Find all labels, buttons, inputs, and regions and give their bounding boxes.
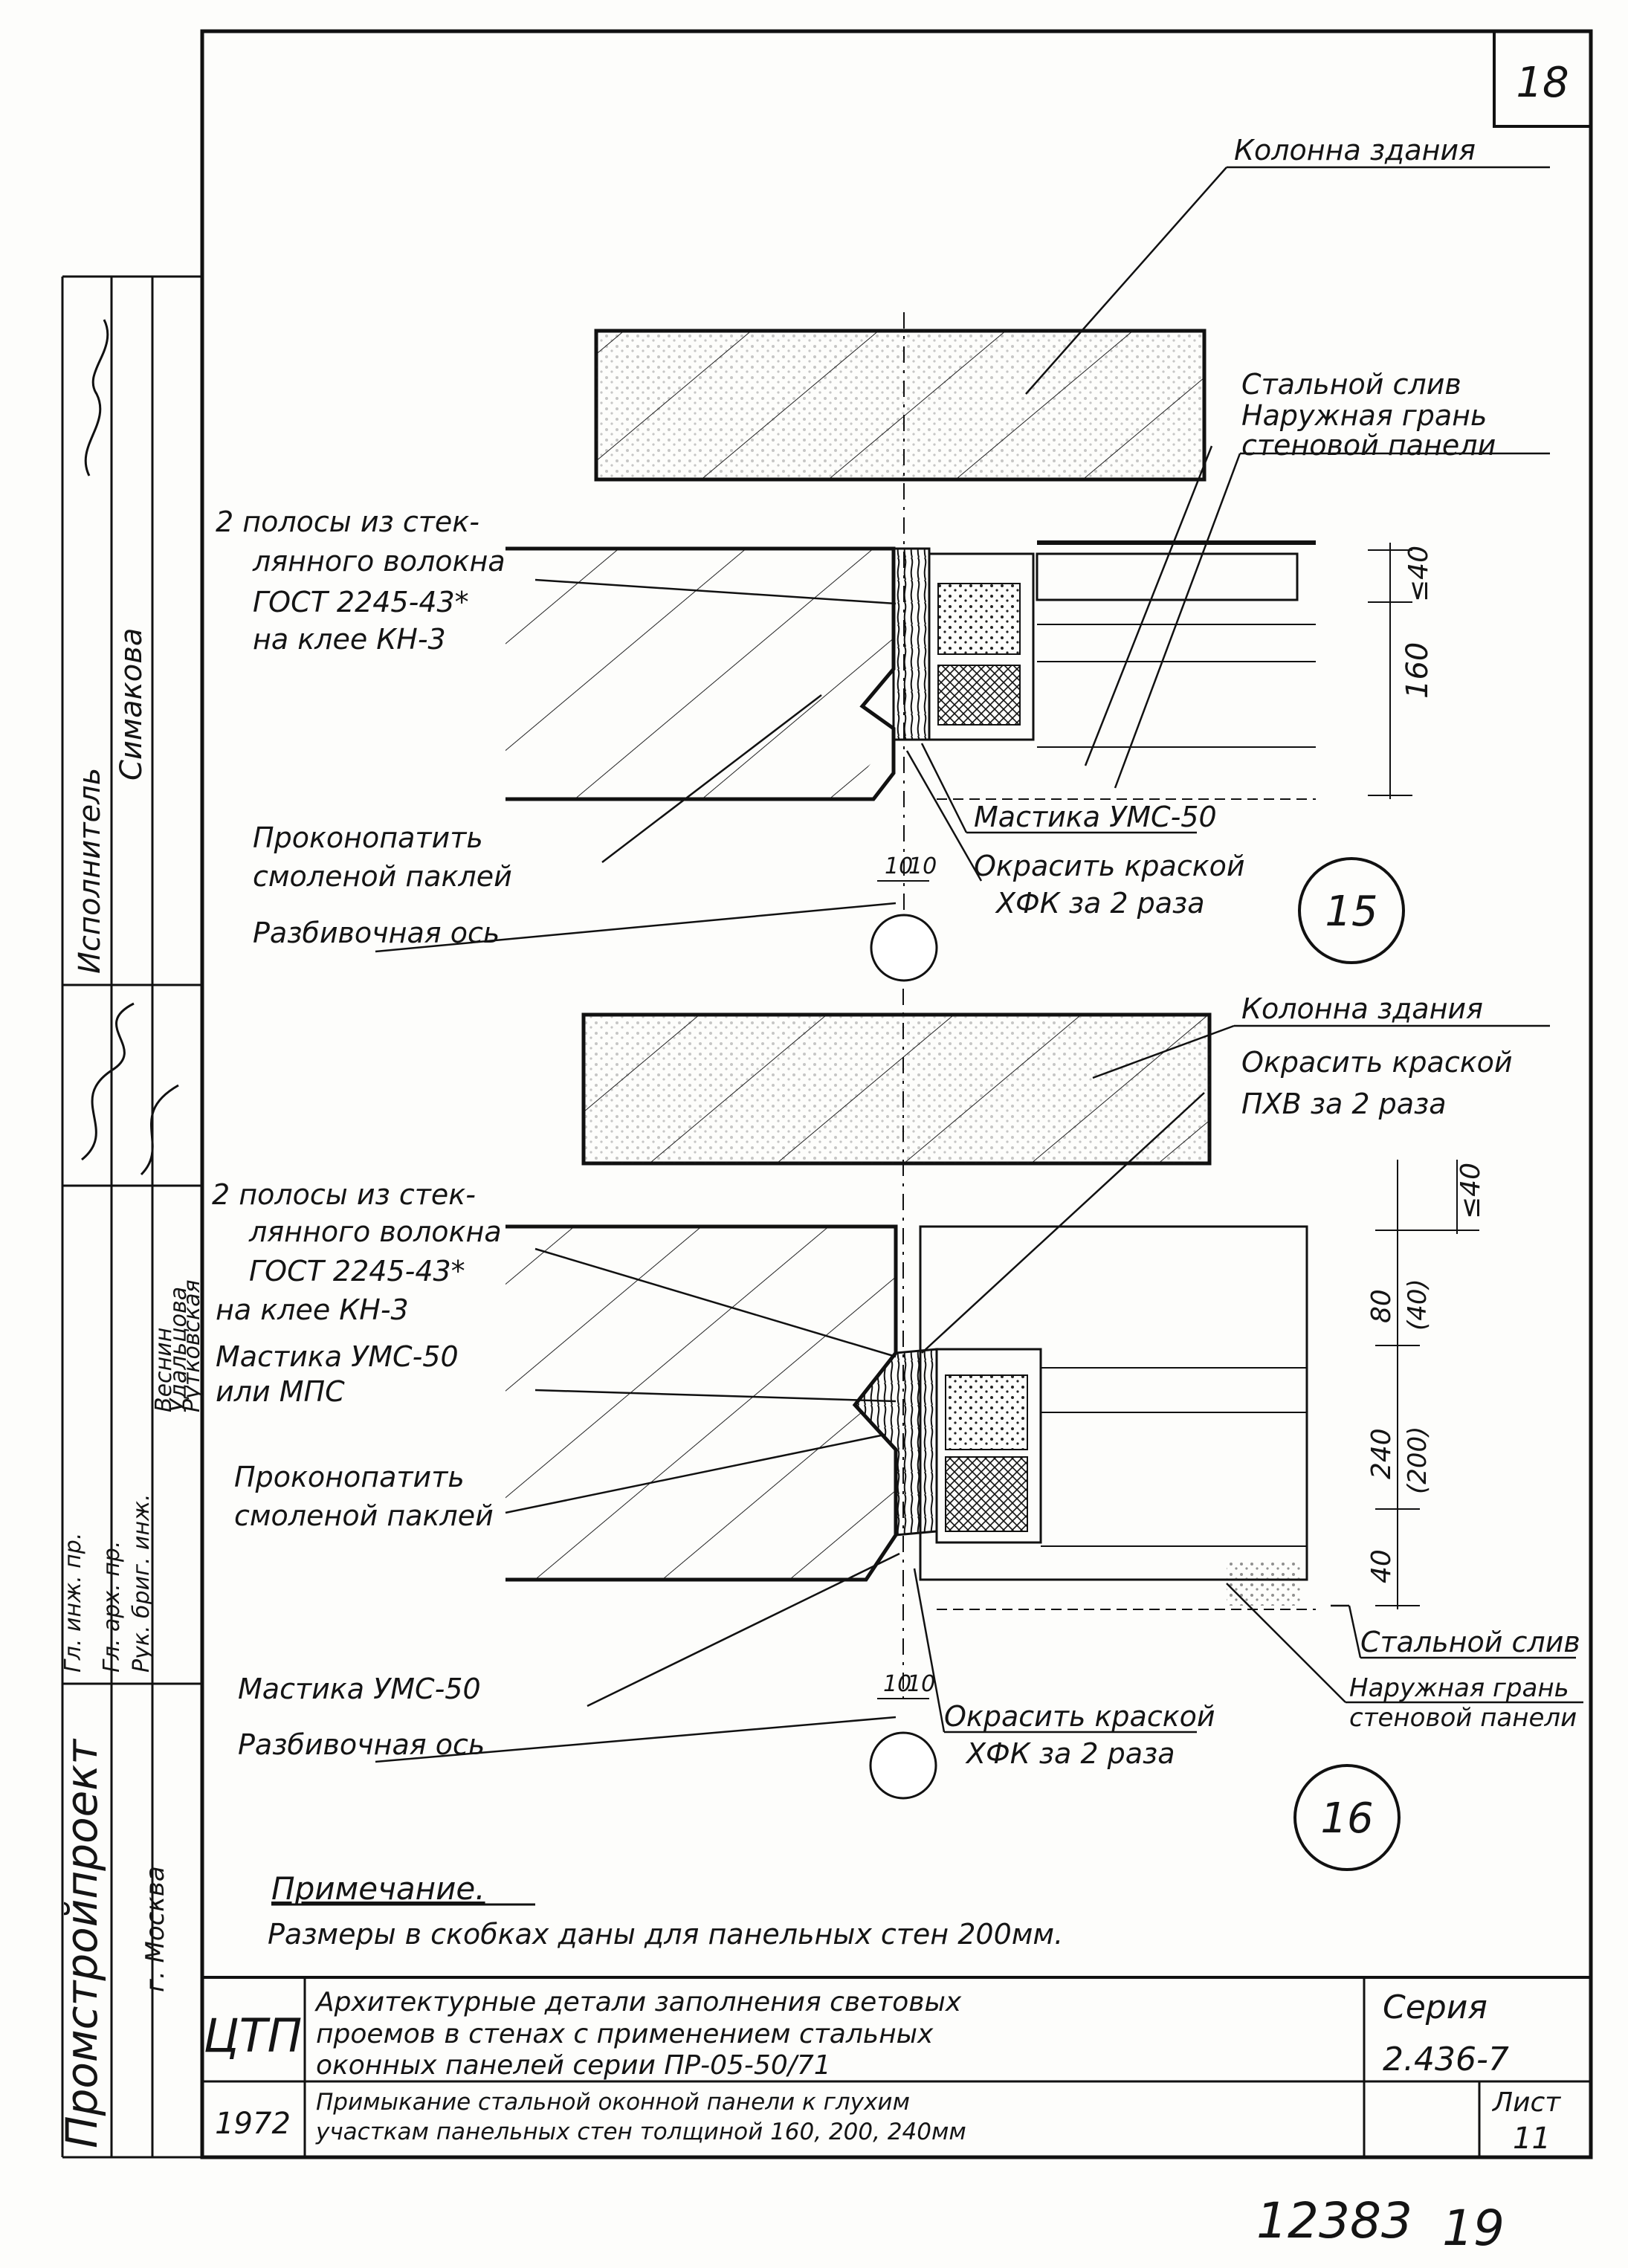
sheet-number: 18: [1516, 59, 1569, 107]
label-axis-16: Разбивочная ось: [238, 1728, 485, 1761]
label-column-15: Колонна здания: [1234, 134, 1476, 167]
name-1: Веснин: [151, 1328, 177, 1412]
dim-40p-16: (40): [1403, 1279, 1432, 1331]
label-fiber-15b: лянного волокна: [252, 545, 505, 578]
dim-200p-16: (200): [1403, 1427, 1432, 1494]
dim-80-16: 80: [1366, 1289, 1397, 1323]
subtitle-line-1: Примыкание стальной оконной панели к глу…: [316, 2089, 910, 2116]
label-outer-face-15b: стеновой панели: [1241, 429, 1496, 462]
label-paint-pkhv-16a: Окрасить краской: [1241, 1046, 1513, 1079]
label-outer-face-15a: Наружная грань: [1241, 399, 1487, 432]
label-steel-drip-15: Стальной слив: [1241, 368, 1461, 401]
title-block: ЦТП Архитектурные детали заполнения свет…: [202, 1976, 1591, 2157]
title-line-2: проемов в стенах с применением стальных: [316, 2019, 934, 2049]
detail-15: ≤40 160 10 10 Колонна здания Стальной сл…: [216, 134, 1550, 982]
dim-joint-a-15: 10: [885, 853, 913, 879]
label-paint-15b: ХФК за 2 раза: [995, 887, 1205, 920]
executor-name: Симакова: [114, 628, 149, 781]
sheet-frame: 18: [200, 29, 1593, 2159]
sheet-value: 11: [1513, 2122, 1551, 2156]
label-mastic-15: Мастика УМС-50: [974, 801, 1217, 833]
detail-bubble-16: [1293, 1764, 1401, 1871]
checker-signature: [140, 1084, 179, 1176]
window-frame-16: [935, 1348, 1042, 1544]
dim-40-16: 40: [1366, 1549, 1397, 1583]
label-paint-15a: Окрасить краской: [974, 850, 1245, 882]
detail-number-15: 15: [1325, 888, 1377, 936]
label-caulk-15b: смоленой паклей: [253, 860, 512, 893]
note-title: Примечание.: [271, 1870, 485, 1907]
dim-joint-a-16: 10: [883, 1671, 911, 1697]
label-axis-15: Разбивочная ось: [253, 917, 500, 949]
label-paint-pkhv-16b: ПХВ за 2 раза: [1241, 1088, 1446, 1120]
sheet-label: Лист: [1491, 2087, 1561, 2118]
label-caulk-16a: Проконопатить: [234, 1461, 465, 1493]
executor-signature: [84, 319, 109, 476]
side-stamp: Исполнитель Симакова Гл. инж. пр. Гл. ар…: [56, 275, 205, 2159]
label-column-16: Колонна здания: [1241, 992, 1483, 1025]
axis-bubble-16: [869, 1731, 937, 1800]
dim-panel-15: 160: [1401, 642, 1435, 699]
role-2: Гл. арх. пр.: [99, 1541, 125, 1673]
label-caulk-15a: Проконопатить: [253, 821, 483, 854]
role-3: Рук. бриг. инж.: [129, 1493, 155, 1673]
dim-top-15: ≤40: [1403, 546, 1434, 602]
title-line-3: оконных панелей серии ПР-05-50/71: [316, 2050, 831, 2081]
org-name: Промстройпроект: [56, 1738, 107, 2148]
axis-bubble-15: [870, 914, 938, 982]
window-frame-15: [928, 552, 1035, 741]
executor-role: Исполнитель: [73, 768, 107, 974]
dim-joint-b-15: 10: [908, 853, 937, 879]
label-caulk-16b: смоленой паклей: [234, 1499, 494, 1532]
steel-panel-16: [919, 1225, 1308, 1581]
label-fiber-15a: 2 полосы из стек-: [216, 505, 479, 538]
org-city: г. Москва: [140, 1866, 170, 1992]
detail-bubble-15: [1298, 857, 1405, 964]
archive-number: 12383: [1256, 2192, 1412, 2249]
subtitle-line-2: участкам панельных стен толщиной 160, 20…: [315, 2119, 966, 2145]
leaders-16: [375, 1024, 1583, 1763]
label-glue-15: на клее КН-3: [253, 623, 446, 656]
name-3: Рутковская: [179, 1279, 205, 1412]
org-logo: ЦТП: [204, 2009, 303, 2063]
label-fiber-16b: лянного волокна: [248, 1215, 502, 1248]
role-1: Гл. инж. пр.: [60, 1533, 86, 1673]
label-mastic-16b: или МПС: [216, 1375, 345, 1408]
dim-240-16: 240: [1366, 1428, 1397, 1479]
label-mastic-16a: Мастика УМС-50: [216, 1340, 459, 1373]
label-gost-16: ГОСТ 2245-43*: [249, 1255, 465, 1288]
note-text: Размеры в скобках даны для панельных сте…: [268, 1918, 1063, 1951]
label-fiber-16a: 2 полосы из стек-: [212, 1178, 476, 1211]
detail-16: ≤40 80 (40) 240 (200) 40 10 10 Колонна з…: [212, 989, 1583, 1871]
label-glue-16: на клее КН-3: [216, 1293, 409, 1326]
page-number: 19: [1442, 2200, 1505, 2257]
approver-signature: [81, 1002, 135, 1161]
wall-panel-15: [505, 549, 894, 799]
title-line-1: Архитектурные детали заполнения световых: [314, 1987, 962, 2017]
series-label: Серия: [1383, 1988, 1488, 2026]
label-gost-15: ГОСТ 2245-43*: [253, 586, 469, 618]
label-mastic-bottom-16: Мастика УМС-50: [238, 1673, 481, 1705]
label-outer-face-16a: Наружная грань: [1349, 1673, 1569, 1703]
label-outer-face-16b: стеновой панели: [1349, 1703, 1577, 1733]
dim-joint-b-16: 10: [907, 1671, 935, 1697]
label-steel-drip-16: Стальной слив: [1360, 1626, 1580, 1658]
dim-top-16: ≤40: [1456, 1163, 1486, 1219]
sheet-number-box: [1493, 30, 1592, 128]
note: Примечание. Размеры в скобках даны для п…: [268, 1870, 1063, 1951]
series-value: 2.436-7: [1383, 2041, 1509, 2078]
caulk-15: [892, 547, 931, 741]
year: 1972: [215, 2107, 291, 2141]
label-paint-16a: Окрасить краской: [944, 1700, 1215, 1733]
wall-panel-16: [505, 1227, 896, 1580]
steel-panel-profile-15: [1036, 552, 1299, 601]
name-2: Удальцова: [166, 1287, 192, 1412]
detail-number-16: 16: [1320, 1794, 1373, 1843]
leaders-15: [375, 166, 1550, 953]
label-paint-16b: ХФК за 2 раза: [965, 1737, 1175, 1770]
